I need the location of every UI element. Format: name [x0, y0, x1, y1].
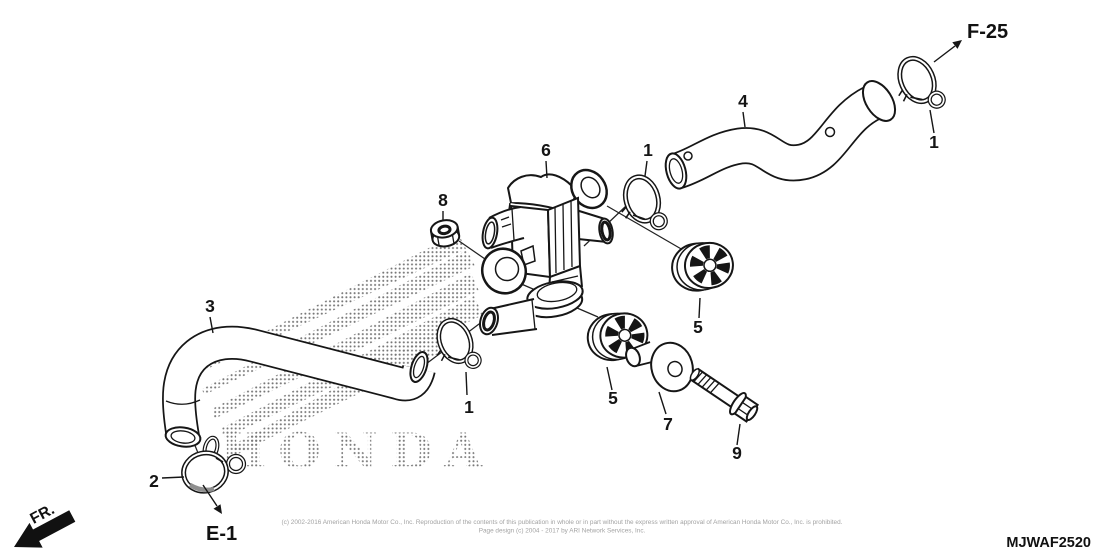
clamp-2-drawing: [181, 435, 247, 494]
callout-clamp-hose-end: 2: [149, 471, 159, 491]
hose-3-right-opening: [409, 351, 429, 383]
bolt-9-drawing: [689, 367, 760, 423]
valve-bottom-port: [479, 298, 538, 336]
f25-reference: F-25: [933, 21, 1008, 63]
nut-8-drawing: [429, 219, 461, 248]
copyright-line-1: (c) 2002-2016 American Honda Motor Co., …: [282, 519, 843, 526]
callout-collar: 7: [663, 414, 673, 434]
callout-grommet-lower: 5: [608, 388, 618, 408]
valve-mounting-ear-lower: [480, 244, 536, 295]
hose-4-left-opening: [664, 152, 688, 190]
callout-clamp-upper: 1: [929, 132, 939, 152]
copyright-line-2: Page design (c) 2004 - 2017 by ARI Netwo…: [479, 528, 646, 535]
hose-4-drawing: [664, 80, 897, 190]
callout-labels: 3 2 1 6 8 1 4 1 5 5 7 9: [149, 91, 939, 491]
e1-arrow-icon: [213, 504, 222, 514]
callout-hose-upper: 4: [738, 91, 748, 111]
callout-nut: 8: [438, 190, 448, 210]
hose-3-drawing: [162, 325, 436, 448]
f25-label[interactable]: F-25: [967, 21, 1008, 43]
callout-hose-lower: 3: [205, 296, 215, 316]
honda-watermark-text: HONDA: [220, 422, 494, 480]
diagram-code: MJWAF2520: [1006, 535, 1091, 551]
callout-grommet-upper: 5: [693, 317, 703, 337]
hose-3-seam: [165, 399, 201, 405]
hose-4-right-opening: [861, 80, 897, 122]
callout-valve: 6: [541, 140, 551, 160]
f25-arrow-line: [933, 45, 956, 63]
collar-7-drawing: [625, 341, 694, 393]
hose-4-hole-left: [683, 151, 693, 161]
callout-leader-lines: [161, 109, 935, 479]
e1-reference: E-1: [202, 484, 237, 545]
f25-arrow-icon: [952, 40, 962, 49]
e1-arrow-line: [202, 484, 218, 507]
valve-6-drawing: [479, 168, 614, 336]
valve-mounting-ear-upper: [570, 168, 608, 210]
solenoid-connector: [481, 206, 525, 250]
line-nut-to-connector: [458, 240, 486, 260]
fr-direction-arrow-icon: [14, 510, 76, 548]
callout-bolt: 9: [732, 443, 742, 463]
callout-clamp-mid: 1: [643, 140, 653, 160]
e1-label[interactable]: E-1: [206, 523, 237, 545]
valve-right-port: [575, 209, 614, 245]
line-ear-to-upper-grommet: [606, 205, 684, 251]
hose-4-hole-right: [824, 126, 836, 138]
valve-flange: [524, 265, 584, 319]
callout-clamp-lower: 1: [464, 397, 474, 417]
